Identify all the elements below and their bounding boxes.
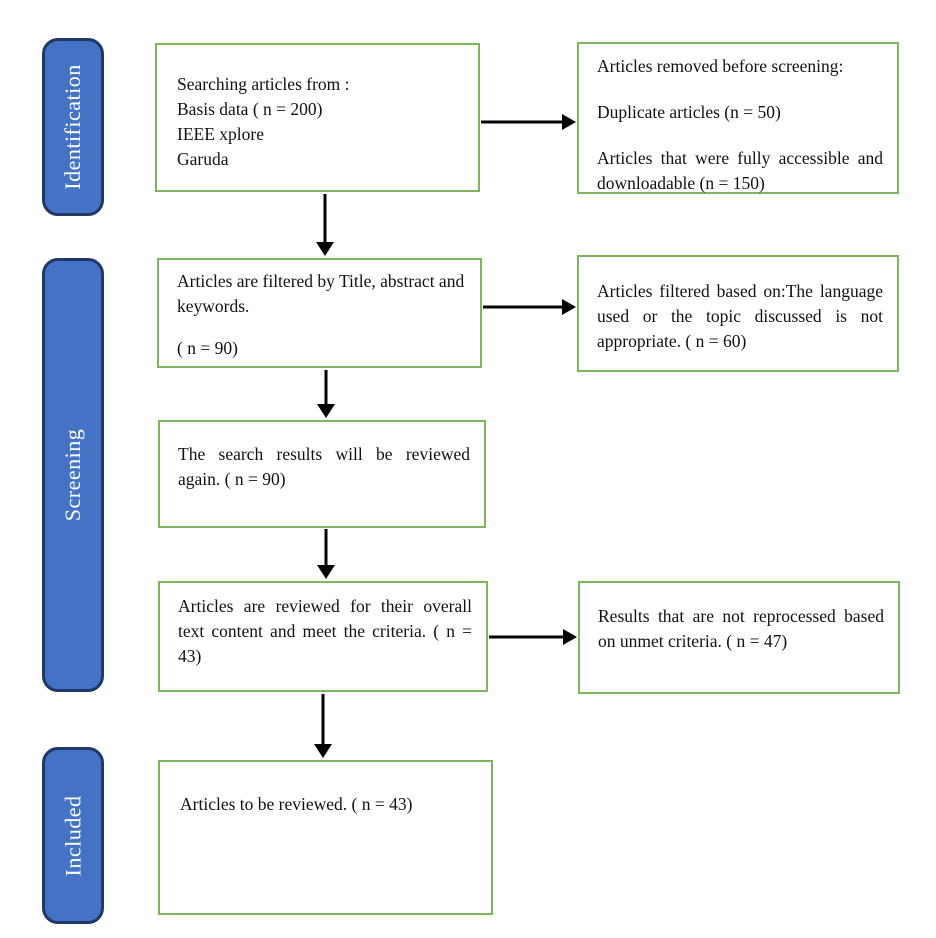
not-reprocessed-text: Results that are not reprocessed based o… [598,606,884,651]
stage-included: Included [42,747,104,924]
arrow-search-to-filtered [316,194,334,256]
arrow-shaft [323,194,327,243]
arrow-filtered-to-reviewed-again [317,370,335,418]
arrow-down-head-icon [316,242,334,256]
arrow-down-head-icon [314,744,332,758]
box-reviewed-full-text: Articles are reviewed for their overall … [158,581,488,692]
arrow-shaft [324,529,328,566]
arrow-shaft [489,635,564,639]
accessible-downloadable-text: Articles that were fully accessible and … [597,147,883,193]
search-sources-line: Garuda [177,148,229,169]
search-sources-line: IEEE xplore [177,123,264,144]
search-sources-line: Searching articles from : [177,74,350,94]
box-removed-before-screening: Articles removed before screening: Dupli… [577,42,899,194]
stage-screening: Screening [42,258,104,692]
stage-screening-label: Screening [60,428,85,522]
arrow-filtered-to-language [483,299,576,315]
arrow-full-text-to-not-reprocessed [489,629,577,645]
stage-included-label: Included [60,795,85,876]
search-sources-line: Basis data ( n = 200) [177,98,323,119]
reviewed-full-text-text: Articles are reviewed for their overall … [178,596,472,666]
arrow-shaft [321,694,325,745]
filtered-title-abstract-text: Articles are filtered by Title, abstract… [177,271,465,316]
duplicate-articles-text: Duplicate articles (n = 50) [597,101,781,122]
filtered-language-topic-text: Articles filtered based on:The language … [597,281,883,351]
filtered-title-abstract-count: ( n = 90) [177,337,238,358]
arrow-down-head-icon [317,565,335,579]
arrow-shaft [481,120,563,124]
arrow-down-head-icon [317,404,335,418]
arrow-shaft [324,370,328,405]
box-filtered-language-topic: Articles filtered based on:The language … [577,255,899,372]
removed-before-screening-heading: Articles removed before screening: [597,56,844,76]
box-not-reprocessed: Results that are not reprocessed based o… [578,581,900,694]
included-articles-text: Articles to be reviewed. ( n = 43) [180,794,413,814]
arrow-right-head-icon [563,629,577,645]
arrow-reviewed-again-to-full-text [317,529,335,579]
box-included-articles: Articles to be reviewed. ( n = 43) [158,760,493,915]
box-filtered-title-abstract: Articles are filtered by Title, abstract… [157,258,482,368]
arrow-shaft [483,305,563,309]
box-reviewed-again: The search results will be reviewed agai… [158,420,486,528]
arrow-search-to-removed [481,114,576,130]
arrow-full-text-to-included [314,694,332,758]
arrow-right-head-icon [562,114,576,130]
box-search-sources: Searching articles from : Basis data ( n… [155,43,480,192]
stage-identification-label: Identification [60,64,86,190]
arrow-right-head-icon [562,299,576,315]
stage-identification: Identification [42,38,104,216]
reviewed-again-text: The search results will be reviewed agai… [178,444,470,489]
